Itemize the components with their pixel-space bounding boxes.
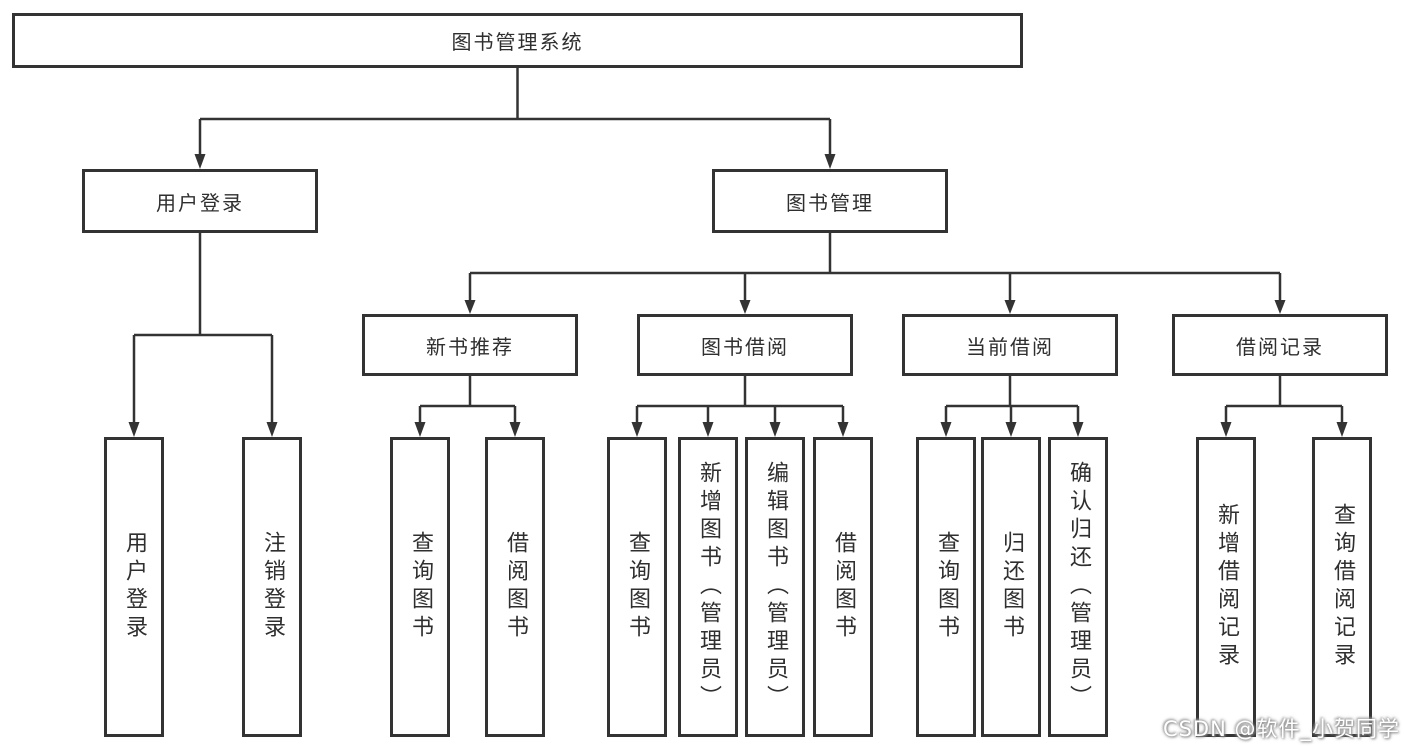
leaf-edit-books-admin-label: 编辑图书（管理员） [763,461,788,713]
leaf-current-query-books: 查询图书 [916,437,976,737]
leaf-borrow-books-label: 借阅图书 [831,531,856,643]
leaf-recommend-borrow-books-label: 借阅图书 [503,531,528,643]
leaf-confirm-return-admin: 确认归还（管理员） [1048,437,1108,737]
leaf-return-books-label: 归还图书 [999,531,1024,643]
node-book-borrow-label: 图书借阅 [701,334,789,359]
leaf-confirm-return-admin-label: 确认归还（管理员） [1066,461,1091,713]
node-library-system: 图书管理系统 [12,13,1023,68]
node-new-book-recommend: 新书推荐 [362,314,578,376]
leaf-return-books: 归还图书 [981,437,1041,737]
leaf-logout-label: 注销登录 [260,531,285,643]
leaf-edit-books-admin: 编辑图书（管理员） [745,437,805,737]
node-user-login: 用户登录 [82,169,318,233]
node-current-borrow: 当前借阅 [902,314,1118,376]
node-book-management: 图书管理 [712,169,948,233]
leaf-recommend-query-books-label: 查询图书 [408,531,433,643]
node-user-login-label: 用户登录 [156,190,244,215]
node-book-management-label: 图书管理 [786,190,874,215]
node-borrow-record-label: 借阅记录 [1236,334,1324,359]
leaf-query-borrow-record: 查询借阅记录 [1312,437,1372,737]
leaf-query-borrow-record-label: 查询借阅记录 [1330,503,1355,671]
leaf-add-books-admin: 新增图书（管理员） [678,437,738,737]
leaf-logout: 注销登录 [242,437,302,737]
csdn-watermark: CSDN @软件_小贺同学 [1162,717,1400,741]
leaf-recommend-query-books: 查询图书 [390,437,450,737]
leaf-borrow-query-books: 查询图书 [607,437,667,737]
node-book-borrow: 图书借阅 [637,314,853,376]
leaf-add-borrow-record: 新增借阅记录 [1196,437,1256,737]
leaf-current-query-books-label: 查询图书 [934,531,959,643]
node-library-system-label: 图书管理系统 [451,30,584,54]
leaf-add-books-admin-label: 新增图书（管理员） [696,461,721,713]
leaf-borrow-query-books-label: 查询图书 [625,531,650,643]
leaf-recommend-borrow-books: 借阅图书 [485,437,545,737]
leaf-user-login-label: 用户登录 [122,531,147,643]
node-new-book-recommend-label: 新书推荐 [426,334,514,359]
node-current-borrow-label: 当前借阅 [966,334,1054,359]
leaf-user-login: 用户登录 [104,437,164,737]
node-borrow-record: 借阅记录 [1172,314,1388,376]
leaf-add-borrow-record-label: 新增借阅记录 [1214,503,1239,671]
leaf-borrow-books: 借阅图书 [813,437,873,737]
